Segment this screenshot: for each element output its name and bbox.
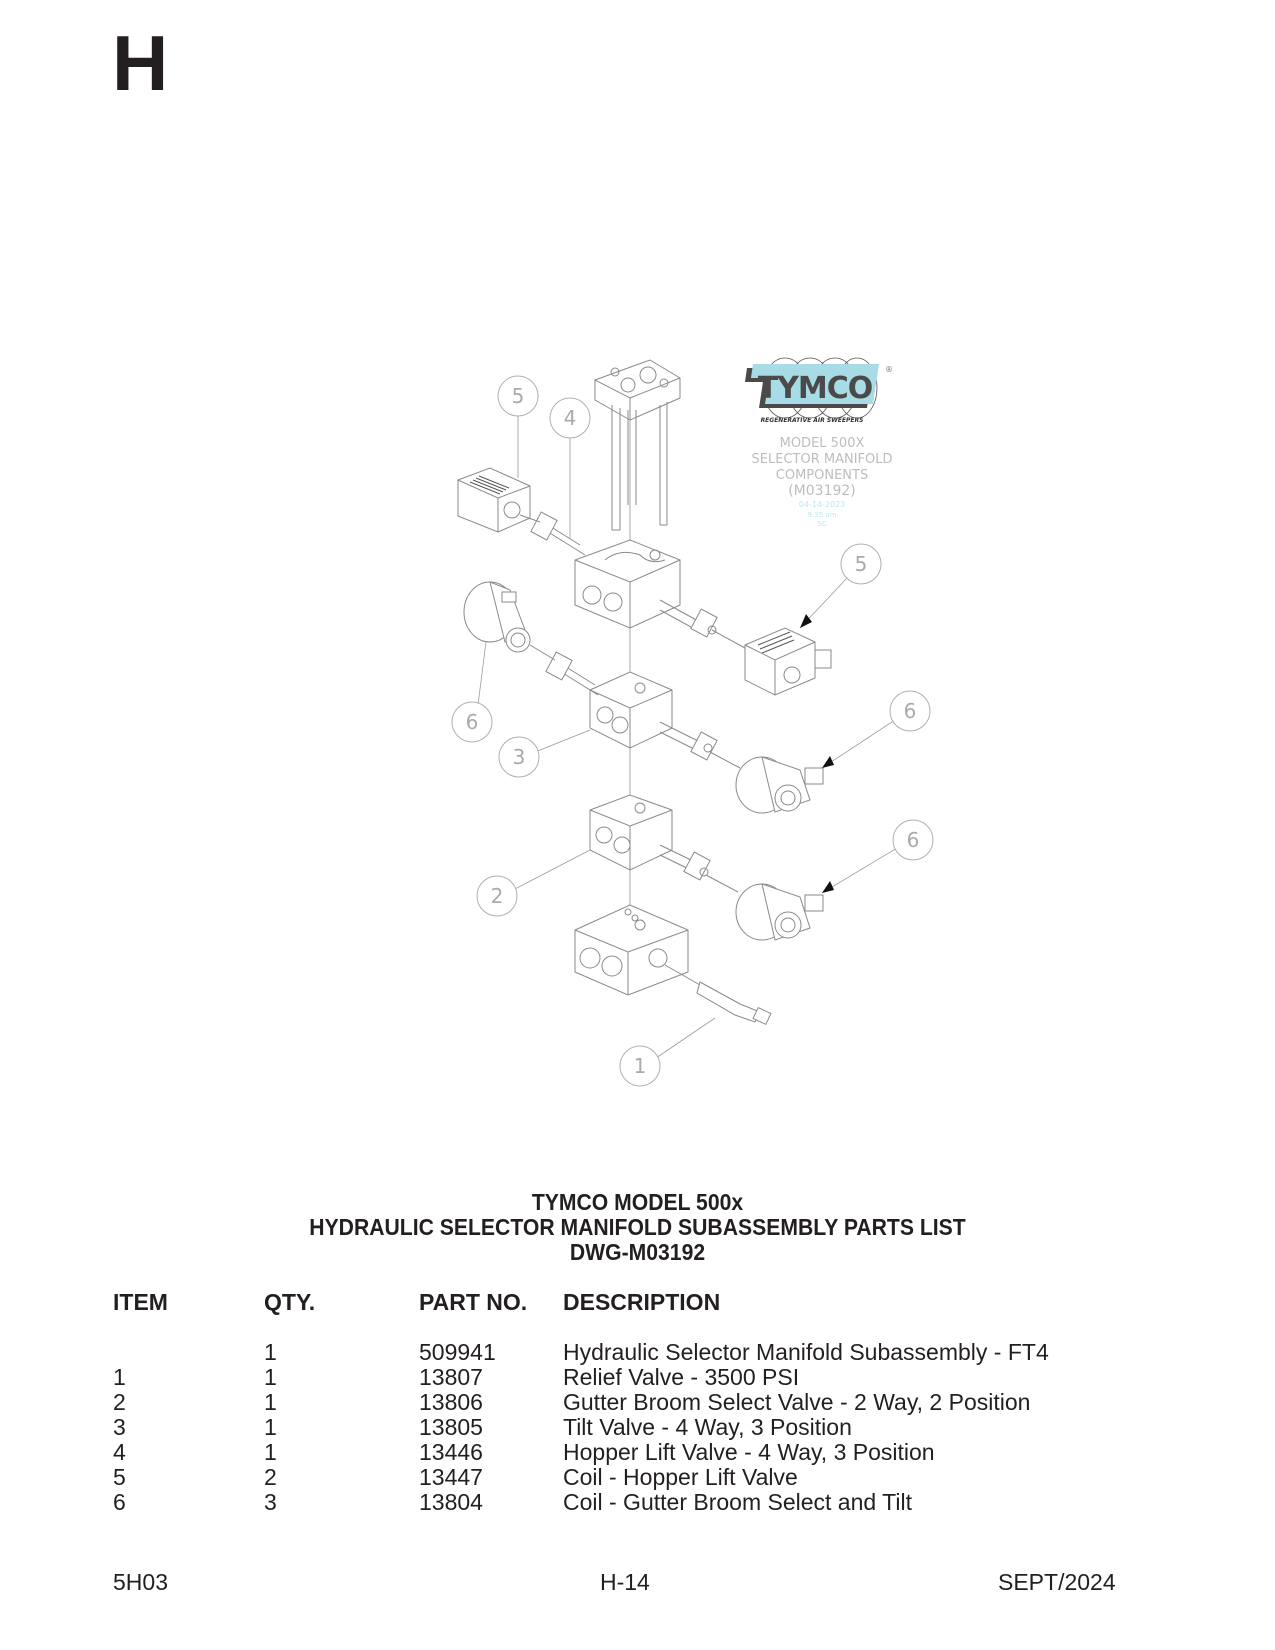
balloon-number: 6 — [466, 710, 479, 734]
square-coil-left — [457, 467, 531, 533]
table-header: ITEM QTY. PART NO. DESCRIPTION — [113, 1290, 1163, 1315]
cell-item: 3 — [113, 1414, 126, 1440]
stamp-line-4: (M03192) — [788, 483, 856, 499]
cell-part-no: 13447 — [419, 1464, 483, 1490]
cell-part-no: 13446 — [419, 1439, 483, 1465]
cell-description: Relief Valve - 3500 PSI — [563, 1364, 800, 1390]
relief-valve — [696, 981, 772, 1026]
balloon-number: 6 — [907, 828, 920, 852]
item-balloon: 3 — [498, 736, 540, 778]
stamp-line-2: SELECTOR MANIFOLD — [752, 452, 893, 467]
cell-item: 4 — [113, 1439, 126, 1465]
item-balloon: 1 — [619, 1045, 661, 1087]
header-qty: QTY. — [264, 1289, 316, 1315]
cell-description: Hopper Lift Valve - 4 Way, 3 Position — [563, 1439, 935, 1465]
table-row: 6 3 13804 Coil - Gutter Broom Select and Ti… — [113, 1490, 1163, 1515]
cell-description: Hydraulic Selector Manifold Subassembly … — [563, 1339, 1049, 1365]
table-row: 2 1 13806 Gutter Broom Select Valve - 2 Way… — [113, 1390, 1163, 1415]
section-letter: H — [112, 19, 169, 107]
header-item: ITEM — [113, 1289, 168, 1315]
balloon-layer: 5 4 5 6 3 6 2 6 1 — [451, 375, 934, 1087]
cell-qty: 1 — [264, 1414, 277, 1440]
stamp-time: 9:35 am — [807, 511, 836, 519]
table-row: 5 2 13447 Coil - Hopper Lift Valve — [113, 1465, 1163, 1490]
cell-part-no: 13805 — [419, 1414, 483, 1440]
table-row: 1 509941 Hydraulic Selector Manifold Subas… — [113, 1340, 1163, 1365]
table-row: 1 1 13807 Relief Valve - 3500 PSI — [113, 1365, 1163, 1390]
cell-qty: 1 — [264, 1389, 277, 1415]
cell-item: 6 — [113, 1489, 126, 1515]
title-description: HYDRAULIC SELECTOR MANIFOLD SUBASSEMBLY … — [309, 1214, 966, 1240]
round-coil-right-lower — [735, 883, 824, 941]
round-coil-right-upper — [735, 756, 824, 814]
cell-part-no: 509941 — [419, 1339, 496, 1365]
item-balloon: 5 — [840, 543, 882, 585]
cell-description: Tilt Valve - 4 Way, 3 Position — [563, 1414, 852, 1440]
cell-item: 1 — [113, 1364, 126, 1390]
cell-part-no: 13806 — [419, 1389, 483, 1415]
cell-description: Coil - Hopper Lift Valve — [563, 1464, 798, 1490]
manifold-base-block — [574, 904, 689, 996]
cell-item: 5 — [113, 1464, 126, 1490]
cell-part-no: 13807 — [419, 1364, 483, 1390]
table-body: 1 509941 Hydraulic Selector Manifold Subas… — [113, 1340, 1163, 1515]
table-row: 4 1 13446 Hopper Lift Valve - 4 Way, 3 Posi… — [113, 1440, 1163, 1465]
header-part-no: PART NO. — [419, 1289, 528, 1315]
cell-description: Gutter Broom Select Valve - 2 Way, 2 Pos… — [563, 1389, 1031, 1415]
cell-qty: 2 — [264, 1464, 277, 1490]
title-model: TYMCO MODEL 500x — [531, 1189, 744, 1215]
title-drawing-number: DWG-M03192 — [569, 1239, 706, 1265]
drawing-stamp: MODEL 500X SELECTOR MANIFOLD COMPONENTS … — [752, 436, 893, 528]
round-coil-left — [463, 581, 531, 653]
logo-tagline: REGENERATIVE AIR SWEEPERS — [761, 417, 864, 424]
footer-section-code: 5H03 — [113, 1569, 168, 1595]
square-coil-right — [744, 627, 832, 696]
item-balloon: 5 — [497, 375, 539, 417]
table-row: 3 1 13805 Tilt Valve - 4 Way, 3 Position — [113, 1415, 1163, 1440]
balloon-number: 3 — [513, 745, 526, 769]
parts-list-title: TYMCO MODEL 500x HYDRAULIC SELECTOR MANI… — [0, 1190, 1275, 1265]
stamp-line-1: MODEL 500X — [780, 436, 865, 451]
stamp-date: 04-14-2023 — [799, 500, 846, 509]
stamp-initials: SC — [817, 520, 826, 528]
gutter-broom-select-valve-body — [589, 794, 673, 871]
cell-item: 2 — [113, 1389, 126, 1415]
hopper-lift-valve-body — [574, 539, 681, 629]
logo-brand-text: TYMCO — [758, 371, 873, 406]
balloon-number: 5 — [855, 552, 868, 576]
footer-page-number: H-14 — [600, 1569, 650, 1595]
top-cover-plate — [594, 359, 681, 531]
cell-qty: 1 — [264, 1439, 277, 1465]
header-description: DESCRIPTION — [563, 1289, 721, 1315]
balloon-number: 6 — [904, 699, 917, 723]
tymco-logo: TYMCO ® REGENERATIVE AIR SWEEPERS — [745, 357, 893, 424]
cell-description: Coil - Gutter Broom Select and Tilt — [563, 1489, 912, 1515]
exploded-parts-drawing: 5 4 5 6 3 6 2 6 1 TYMCO ® REGENERATIVE AIR SWEEP… — [451, 357, 934, 1087]
cell-qty: 1 — [264, 1364, 277, 1390]
stamp-line-3: COMPONENTS — [776, 468, 868, 483]
balloon-number: 2 — [491, 884, 504, 908]
tilt-valve-body — [589, 671, 673, 749]
item-balloon: 6 — [892, 819, 934, 861]
cell-qty: 3 — [264, 1489, 277, 1515]
registered-mark: ® — [885, 365, 893, 374]
item-balloon: 2 — [476, 875, 518, 917]
item-balloon: 6 — [451, 701, 493, 743]
balloon-number: 5 — [512, 384, 525, 408]
balloon-number: 1 — [634, 1054, 647, 1078]
item-balloon: 4 — [549, 397, 591, 439]
cell-part-no: 13804 — [419, 1489, 483, 1515]
cell-qty: 1 — [264, 1339, 277, 1365]
parts-table: ITEM QTY. PART NO. DESCRIPTION 1 509941 Hy… — [113, 1290, 1163, 1515]
footer-date: SEPT/2024 — [998, 1569, 1116, 1595]
item-balloon: 6 — [889, 690, 931, 732]
balloon-number: 4 — [564, 406, 577, 430]
